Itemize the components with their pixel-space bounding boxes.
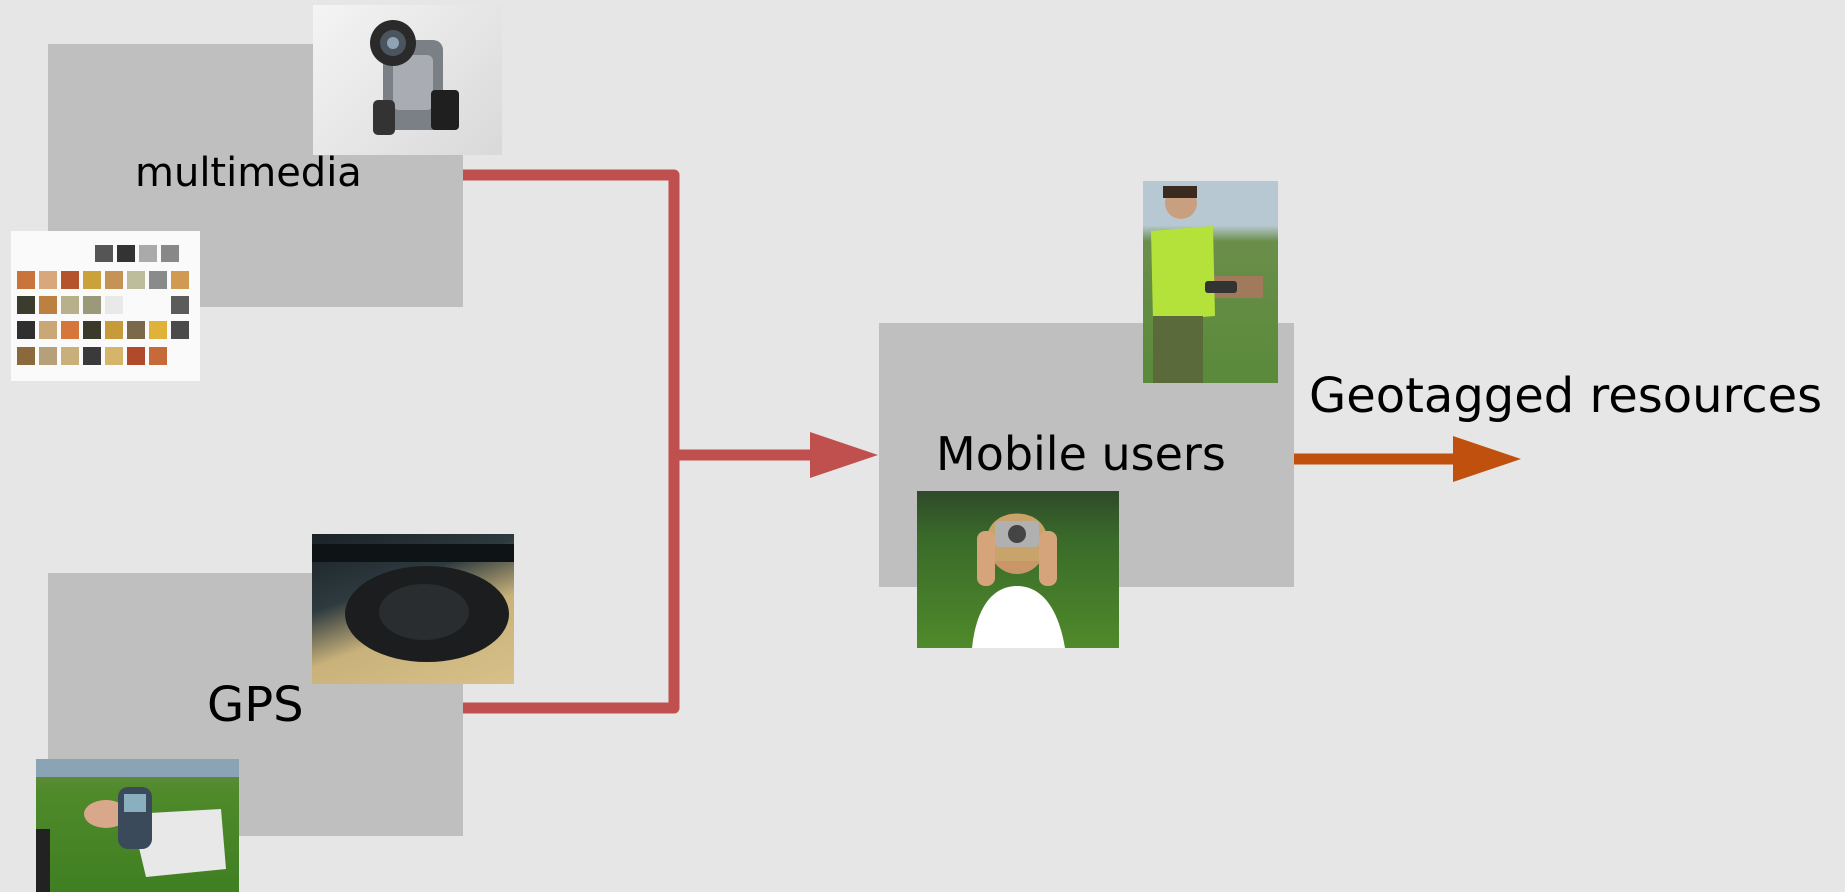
camcorder-icon <box>370 20 459 135</box>
woman-taking-photo-photo <box>917 491 1119 648</box>
multimedia-connector-line <box>463 169 680 714</box>
output-arrowhead <box>1453 436 1521 482</box>
gps-receiver-device-photo <box>312 534 514 684</box>
multimedia-label: multimedia <box>135 150 362 196</box>
field-worker-icon <box>1151 186 1263 383</box>
handheld-gps-in-field-photo <box>36 759 239 892</box>
handheld-gps-icon <box>36 759 239 892</box>
woman-with-camera-icon <box>972 513 1065 648</box>
photo-grid-thumbnail <box>11 231 200 381</box>
gps-label: GPS <box>207 677 304 733</box>
field-worker-with-pda-photo <box>1143 181 1278 383</box>
geotagged-resources-label: Geotagged resources <box>1309 368 1823 424</box>
photo-grid-icon <box>17 245 189 365</box>
gps-receiver-icon <box>312 544 514 662</box>
mobile-users-label: Mobile users <box>936 427 1226 481</box>
junction-arrowhead <box>810 432 878 478</box>
camcorder-photo <box>313 5 502 155</box>
